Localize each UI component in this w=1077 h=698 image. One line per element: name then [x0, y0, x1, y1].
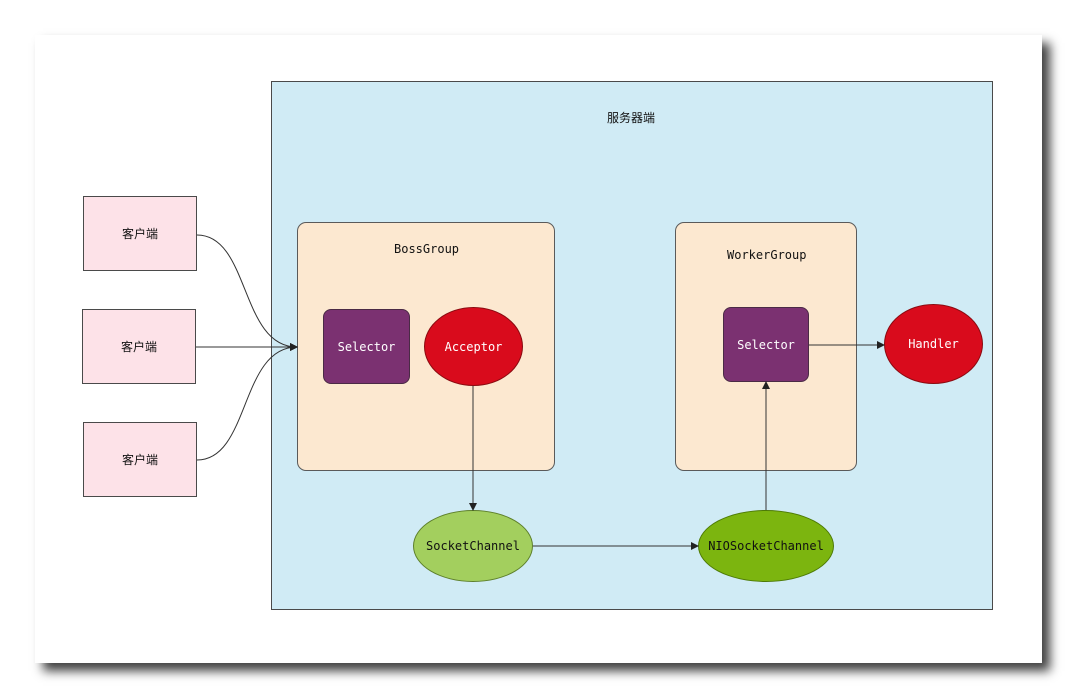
client-node-2: 客户端	[82, 309, 196, 384]
server-title: 服务器端	[607, 111, 656, 125]
worker-selector-node: Selector	[723, 307, 809, 382]
boss-group-title: BossGroup	[394, 242, 460, 256]
client-node-1: 客户端	[83, 196, 197, 271]
handler-node: Handler	[884, 304, 983, 384]
boss-selector-node: Selector	[323, 309, 410, 384]
acceptor-node: Acceptor	[424, 307, 523, 386]
socket-channel-node: SocketChannel	[413, 510, 533, 582]
worker-group-title: WorkerGroup	[727, 248, 807, 262]
client-node-3: 客户端	[83, 422, 197, 497]
nio-socket-channel-node: NIOSocketChannel	[698, 510, 834, 582]
